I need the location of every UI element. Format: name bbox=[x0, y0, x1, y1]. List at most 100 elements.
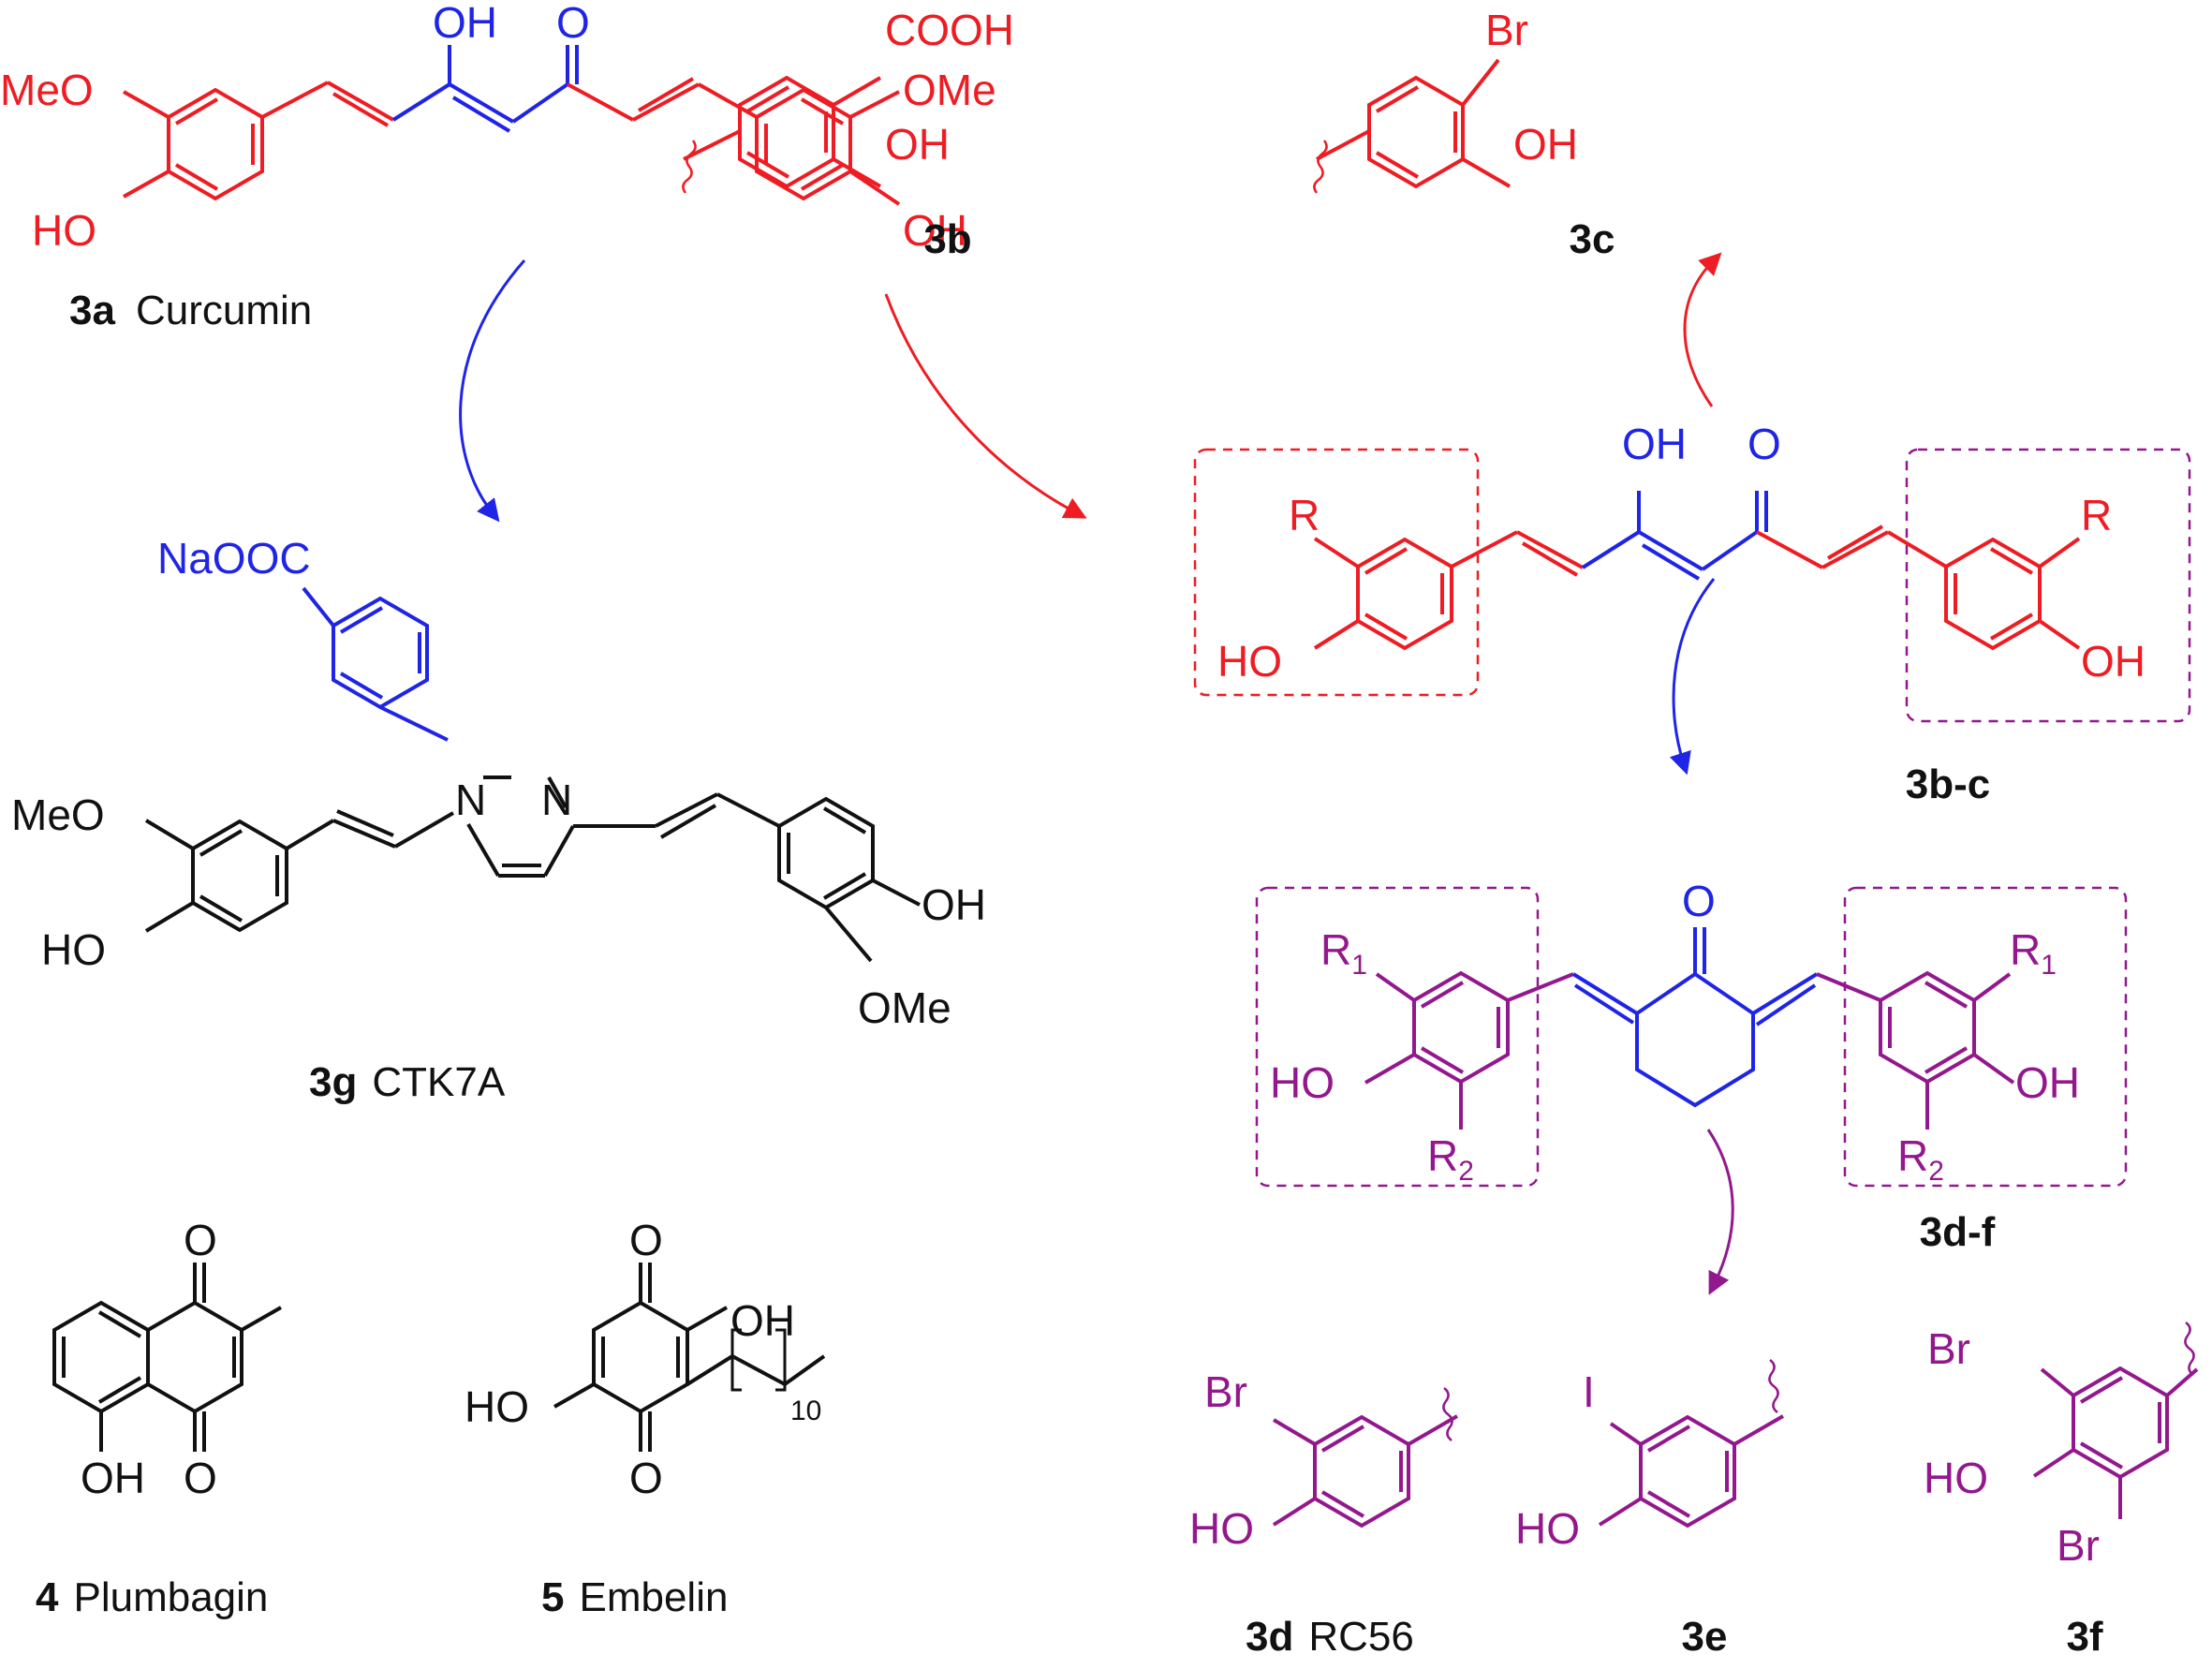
compound-3d-structure bbox=[1272, 1387, 1458, 1529]
atom-label: OH bbox=[1622, 420, 1687, 468]
dashed-box-left-aryl bbox=[1193, 448, 1480, 697]
compound-number: 4 bbox=[36, 1574, 59, 1620]
dashed-box-right-aryl bbox=[1905, 448, 2191, 723]
arrow-3bc-to-3df bbox=[1669, 578, 1716, 775]
arrow-3bc-to-3b bbox=[1683, 252, 1722, 407]
compound-3bc-atoms: OH O R HO R OH bbox=[1217, 420, 2146, 686]
compound-4-structure bbox=[52, 1263, 282, 1452]
curcumin-left-ring bbox=[123, 81, 394, 201]
curcumin-linker bbox=[391, 45, 579, 133]
compound-3df-structure bbox=[1364, 927, 2015, 1130]
atom-label: NaOOC bbox=[157, 534, 311, 583]
compound-number-3bc: 3b-c bbox=[1906, 761, 1990, 807]
compound-3e-atoms: I HO bbox=[1515, 1367, 1595, 1553]
compound-4-atoms: O O OH bbox=[81, 1216, 217, 1502]
atom-label: Br bbox=[1204, 1367, 1247, 1416]
compound-name: Plumbagin bbox=[73, 1574, 268, 1620]
compound-number-3df: 3d-f bbox=[1920, 1209, 1996, 1255]
compound-name: Curcumin bbox=[136, 288, 312, 333]
dashed-box-right-aryl-3df bbox=[1843, 886, 2128, 1188]
atom-label: HO bbox=[1515, 1504, 1580, 1553]
compound-3g-structure bbox=[144, 586, 921, 963]
atom-label: HO bbox=[465, 1382, 529, 1431]
atom-label: HO bbox=[41, 925, 106, 974]
atom-label: HO bbox=[1270, 1058, 1335, 1107]
arrow-3df-to-3e bbox=[1706, 1129, 1734, 1295]
compound-3f-structure bbox=[2032, 1322, 2199, 1519]
atom-label: Br bbox=[2057, 1521, 2100, 1570]
atom-label-r1-right: R1 bbox=[2010, 925, 2057, 981]
compound-caption-3d: 3d RC56 bbox=[1246, 1614, 1414, 1660]
atom-label: OH bbox=[730, 1296, 795, 1345]
compound-5-atoms: O OH HO O 10 bbox=[465, 1216, 821, 1502]
atom-label: OH bbox=[922, 880, 986, 929]
compound-number-3f: 3f bbox=[2066, 1614, 2102, 1660]
compound-caption-5: 5 Embelin bbox=[541, 1574, 728, 1620]
atom-label-subscript: 10 bbox=[790, 1396, 821, 1426]
atom-label: OMe bbox=[903, 66, 996, 114]
atom-label: HO bbox=[1189, 1504, 1254, 1553]
compound-5-structure bbox=[553, 1263, 826, 1452]
compound-number-3c: 3c bbox=[1570, 216, 1615, 262]
compound-caption-3a: 3a Curcumin bbox=[69, 288, 312, 333]
atom-label: MeO bbox=[0, 66, 94, 114]
compound-3b-structure bbox=[682, 75, 882, 194]
atom-label: R bbox=[2081, 491, 2112, 539]
compound-name: CTK7A bbox=[372, 1059, 505, 1105]
atom-label: COOH bbox=[885, 6, 1014, 54]
atom-label: OH bbox=[81, 1454, 145, 1502]
atom-label: OH bbox=[1513, 120, 1578, 169]
arrow-3a-to-3g bbox=[459, 259, 526, 523]
atom-label-r2-right: R2 bbox=[1897, 1131, 1944, 1187]
atom-label: O bbox=[629, 1454, 663, 1502]
atom-label: O bbox=[556, 0, 590, 47]
atom-label: O bbox=[1682, 877, 1716, 925]
atom-label: I bbox=[1583, 1367, 1595, 1416]
compound-caption-4: 4 Plumbagin bbox=[36, 1574, 268, 1620]
atom-label: O bbox=[184, 1216, 217, 1264]
arrow-3a-to-3bc bbox=[884, 293, 1087, 519]
compound-3bc-structure bbox=[1313, 491, 2081, 651]
compound-name: Embelin bbox=[579, 1574, 728, 1620]
atom-label-r2-left: R2 bbox=[1427, 1131, 1474, 1187]
compound-number: 3g bbox=[309, 1059, 357, 1105]
compound-3b-atoms: COOH OH bbox=[885, 6, 1014, 169]
atom-label: HO bbox=[1924, 1454, 1988, 1502]
atom-label: OH bbox=[2015, 1058, 2080, 1107]
compound-3df-atoms: O R1 HO R2 R1 OH R2 bbox=[1270, 877, 2080, 1187]
atom-label: N bbox=[455, 775, 486, 824]
atom-label: MeO bbox=[11, 790, 105, 839]
compound-3g-atoms: NaOOC N N MeO HO OH OMe bbox=[11, 534, 986, 1032]
curcumin-right-ring bbox=[567, 77, 901, 206]
atom-label: R bbox=[1289, 491, 1320, 539]
compound-number: 3a bbox=[69, 288, 115, 333]
atom-label: OH bbox=[433, 0, 497, 47]
atom-label: OH bbox=[2081, 637, 2146, 686]
atom-label: O bbox=[1747, 420, 1781, 468]
compound-caption-3g: 3g CTK7A bbox=[309, 1059, 506, 1105]
compound-3f-atoms: Br HO Br bbox=[1924, 1324, 2100, 1570]
atom-label: Br bbox=[1485, 6, 1528, 54]
atom-label: OMe bbox=[858, 983, 951, 1032]
compound-number: 3d bbox=[1246, 1614, 1293, 1660]
compound-3c-structure bbox=[1313, 58, 1512, 194]
atom-label: OH bbox=[903, 206, 967, 255]
dashed-box-left-aryl-3df bbox=[1255, 886, 1540, 1188]
atom-label: Br bbox=[1927, 1324, 1970, 1373]
atom-label: O bbox=[629, 1216, 663, 1264]
compound-number: 5 bbox=[541, 1574, 564, 1620]
compound-number-3e: 3e bbox=[1682, 1614, 1728, 1660]
compound-number-3b: 3b bbox=[923, 216, 971, 262]
compound-3e-structure bbox=[1598, 1359, 1784, 1529]
compound-3a-structure bbox=[123, 45, 901, 206]
atom-label: N bbox=[541, 775, 572, 824]
atom-label: HO bbox=[32, 206, 96, 255]
atom-label: O bbox=[184, 1454, 217, 1502]
atom-label-r1-left: R1 bbox=[1320, 925, 1367, 981]
compound-3a-atoms: OH O MeO HO OMe OH bbox=[0, 0, 996, 255]
compound-3c-atoms: Br OH bbox=[1485, 6, 1578, 169]
compound-3d-atoms: Br HO bbox=[1189, 1367, 1254, 1553]
atom-label: HO bbox=[1217, 637, 1282, 686]
compound-name: RC56 bbox=[1308, 1614, 1414, 1660]
